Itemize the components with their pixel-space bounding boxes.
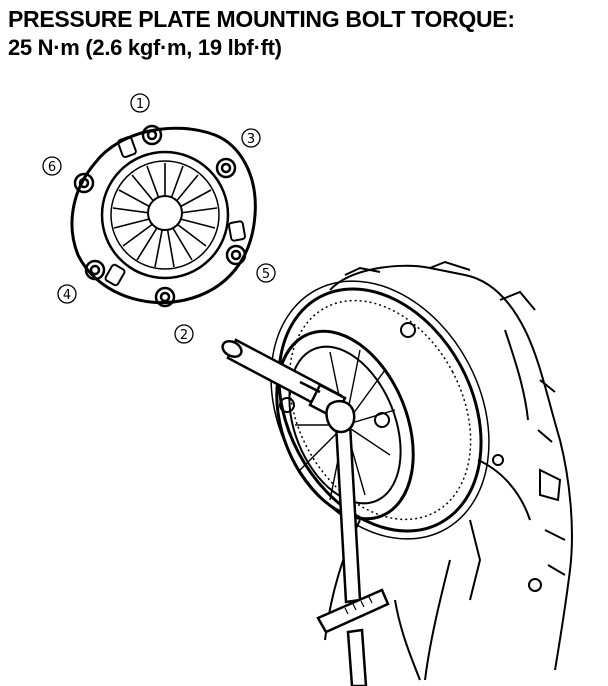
svg-text:5: 5 [262,267,270,282]
sequence-label-2: 2 [174,324,194,344]
torque-value: 25 N·m (2.6 kgf·m, 19 lbf·ft) [8,35,282,60]
sequence-label-1: 1 [130,93,150,113]
flywheel-illustration [270,280,490,540]
engine-block-illustration [324,260,573,681]
sequence-label-5: 5 [256,263,276,283]
svg-text:6: 6 [48,160,56,175]
pressure-plate-illustration [70,124,257,308]
torque-heading: PRESSURE PLATE MOUNTING BOLT TORQUE: 25 … [8,4,515,62]
sequence-label-4: 4 [57,284,77,304]
sequence-label-3: 3 [241,128,261,148]
sequence-label-6: 6 [42,156,62,176]
bolt-sequence-callouts: 1 3 6 5 4 2 [42,93,276,344]
svg-text:4: 4 [63,288,71,303]
torque-title: PRESSURE PLATE MOUNTING BOLT TORQUE: [8,6,515,32]
svg-text:1: 1 [136,97,144,112]
torque-wrench-illustration [316,400,390,686]
svg-text:2: 2 [180,328,188,343]
svg-text:3: 3 [247,132,255,147]
